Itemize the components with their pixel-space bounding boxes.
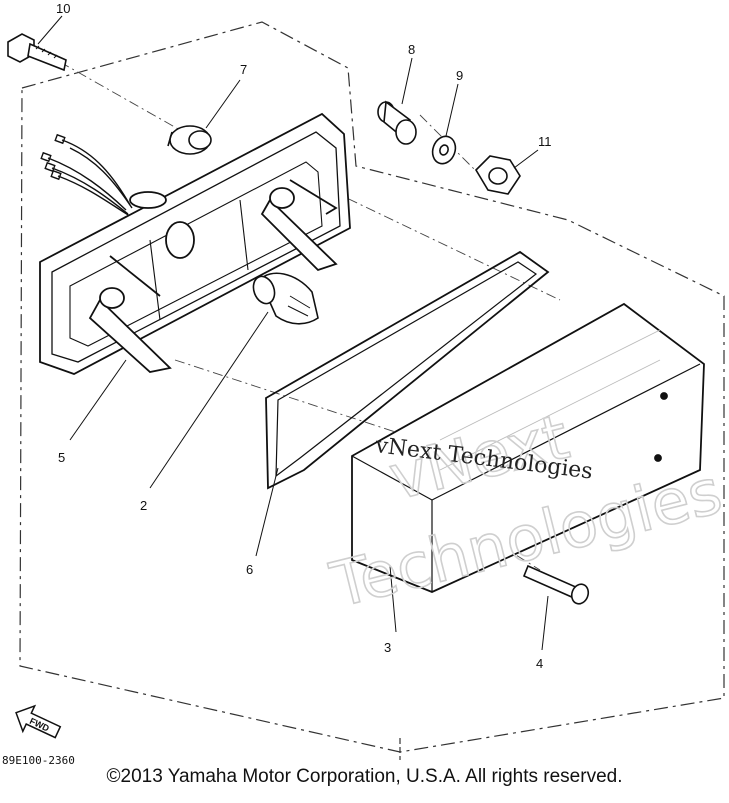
assembly-boundary [19,21,725,753]
gasket-part [265,250,550,490]
bolt-part [7,33,67,72]
leader-lines [37,15,549,651]
callout-labels: 10 7 8 9 11 5 2 6 3 4 [56,1,552,671]
callout-10: 10 [56,1,70,16]
callout-2: 2 [140,498,147,513]
fwd-arrow-icon: FWD [15,704,62,739]
callout-6: 6 [246,562,253,577]
lamp-housing-part [39,112,351,375]
callout-9: 9 [456,68,463,83]
bulb-part [252,272,319,325]
callout-4: 4 [536,656,543,671]
diagram-code: 89E100-2360 [2,754,75,767]
callout-11: 11 [538,134,552,149]
screw-part [522,564,590,605]
callout-7: 7 [240,62,247,77]
lens-part [351,302,705,593]
callout-3: 3 [384,640,391,655]
wire-harness [40,133,133,217]
washer-part [431,135,457,165]
callout-5: 5 [58,450,65,465]
collar-part [377,100,417,145]
nut-part [474,155,521,195]
grommet-part [167,125,212,155]
copyright-notice: ©2013 Yamaha Motor Corporation, U.S.A. A… [106,766,623,787]
callout-8: 8 [408,42,415,57]
